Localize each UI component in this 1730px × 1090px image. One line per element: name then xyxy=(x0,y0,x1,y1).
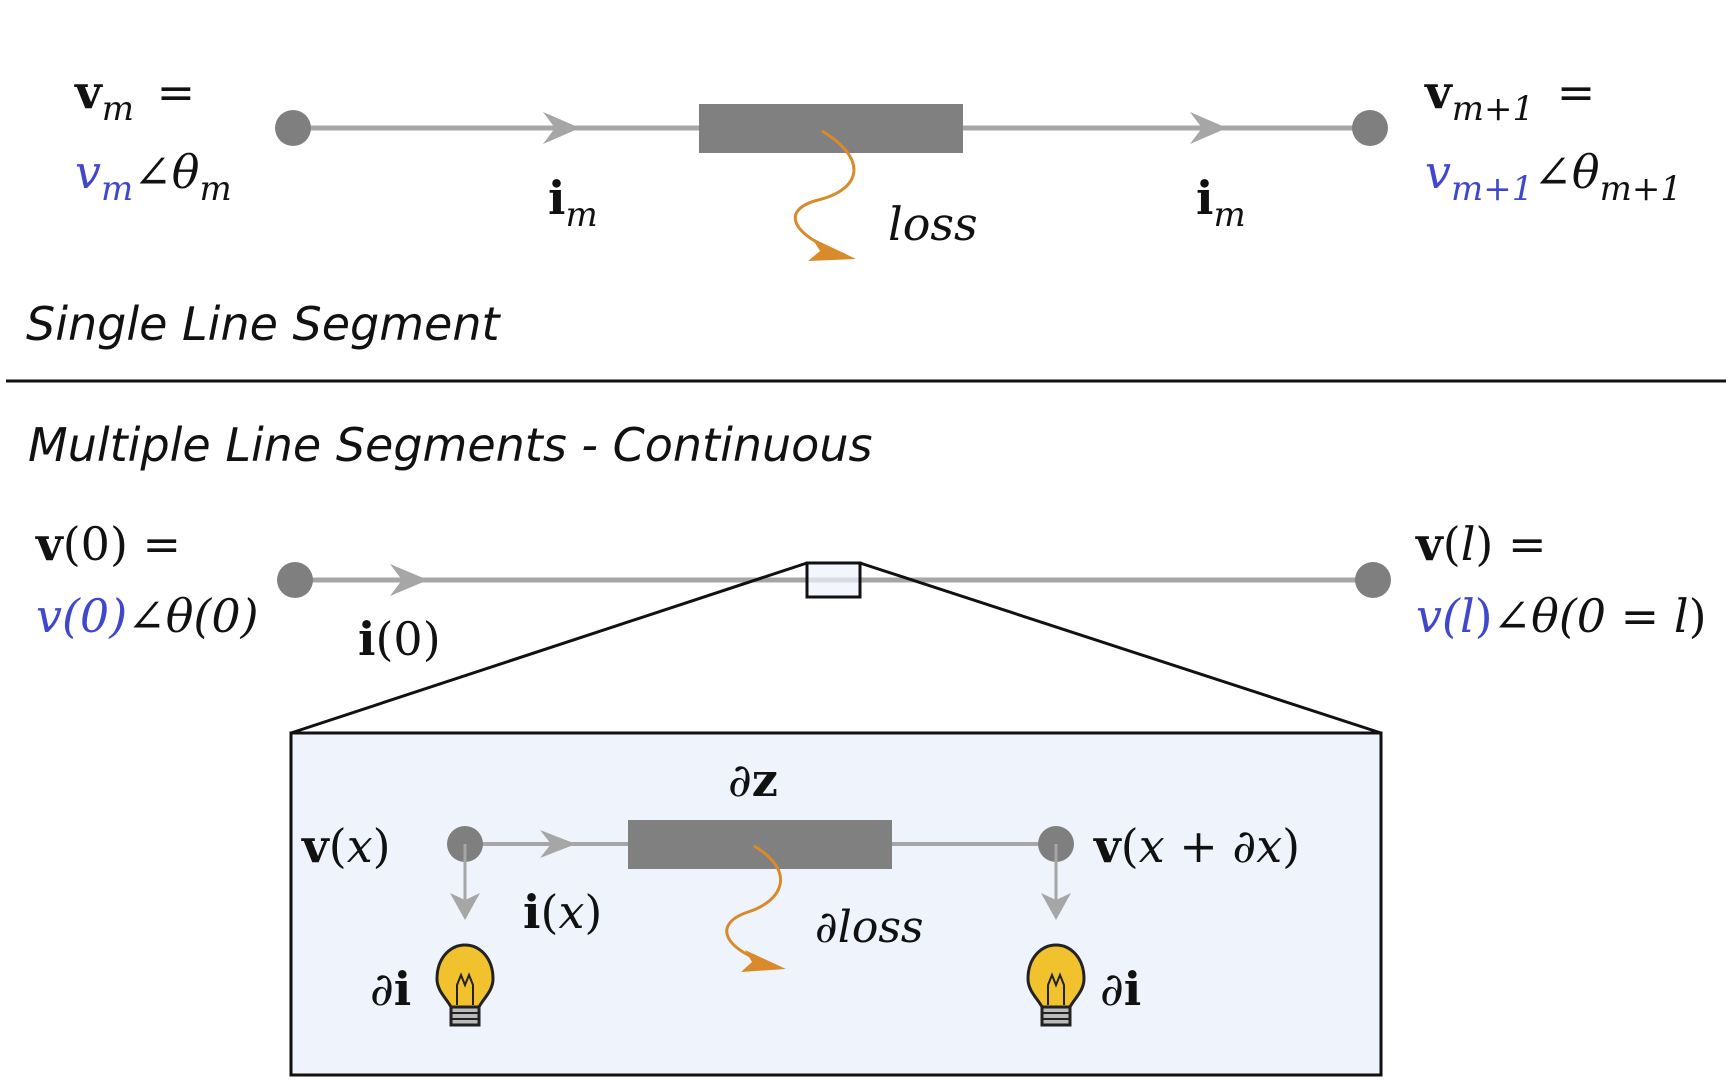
node-m xyxy=(275,110,311,146)
zoom-window xyxy=(805,561,862,599)
inset-impedance-block xyxy=(628,820,892,869)
section-label-multiple: Multiple Line Segments - Continuous xyxy=(28,418,872,472)
shunt-current-label-right: ∂i xyxy=(1100,962,1141,1016)
current-label-left: im xyxy=(548,171,598,235)
section-label-single: Single Line Segment xyxy=(26,297,501,351)
right-phasor-label: vm+1∠θm+1 xyxy=(1425,145,1682,209)
inset-right-voltage-label: v(x + ∂x) xyxy=(1093,819,1300,873)
shunt-arrow-right xyxy=(1041,893,1071,920)
continuous-line-diagram: v(0) = v(0)∠θ(0) v(l) = v(l)∠θ(0 = l) i(… xyxy=(35,517,1707,735)
inset-current-label: i(x) xyxy=(523,885,602,939)
impedance-label: ∂z xyxy=(728,753,778,807)
shunt-current-label-left: ∂i xyxy=(370,962,411,1016)
end-phasor-label: v(l)∠θ(0 = l) xyxy=(1416,589,1707,643)
end-voltage-label: v(l) = xyxy=(1415,517,1547,571)
left-voltage-label: vm = xyxy=(74,65,195,129)
loss-arrow xyxy=(793,129,856,257)
lightbulb-icon-left xyxy=(435,943,495,1027)
zoom-line-left xyxy=(290,561,808,735)
inset-left-voltage-label: v(x) xyxy=(301,819,391,873)
current-label-right: im xyxy=(1196,171,1246,235)
shunt-arrow-left xyxy=(450,893,480,920)
loss-label: loss xyxy=(888,197,978,251)
differential-element-inset: ∂z v(x) v(x + ∂x) i(x) ∂loss ∂i ∂i xyxy=(289,731,1383,1077)
start-phasor-label: v(0)∠θ(0) xyxy=(36,589,259,643)
current-arrow-left xyxy=(543,112,580,144)
single-segment-diagram: vm = vm∠θm vm+1 = vm+1∠θm+1 im im loss xyxy=(74,65,1682,261)
right-voltage-label: vm+1 = xyxy=(1424,65,1595,129)
current-arrow-right xyxy=(1190,112,1227,144)
node-end xyxy=(1355,562,1391,598)
node-start xyxy=(277,562,313,598)
lightbulb-icon-right xyxy=(1026,943,1086,1027)
inset-loss-arrowhead xyxy=(741,950,786,972)
impedance-block xyxy=(699,104,963,153)
inset-loss-arrow xyxy=(725,844,783,968)
node-m-plus-1 xyxy=(1352,110,1388,146)
zoom-line-right xyxy=(859,561,1382,735)
loss-arrowhead xyxy=(808,238,856,261)
left-phasor-label: vm∠θm xyxy=(75,145,232,209)
inset-current-arrow xyxy=(540,830,576,858)
current-arrow-continuous xyxy=(390,564,428,596)
start-voltage-label: v(0) = xyxy=(35,517,181,571)
start-current-label: i(0) xyxy=(358,612,441,666)
inset-loss-label: ∂loss xyxy=(815,902,923,953)
